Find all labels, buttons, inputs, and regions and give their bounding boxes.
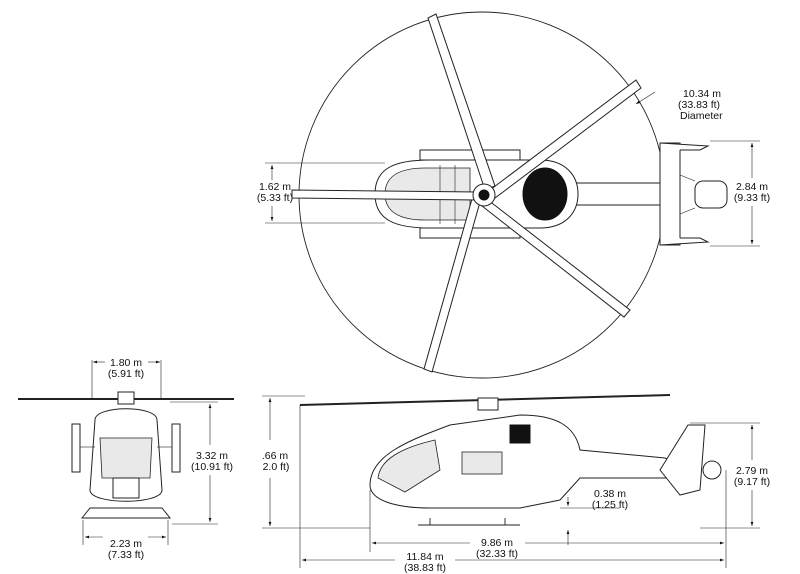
front-view: 1.80 m (5.91 ft) 3.32 m (10.91 ft) 2.23 … [18,357,234,561]
side-fuselage [369,414,691,509]
overall-length-metric: 11.84 m [406,551,443,563]
skid-track-imperial: (7.33 ft) [108,549,144,561]
overall-length-imperial: (38.83 ft) [404,562,446,574]
rotor-height-metric: .66 m [262,450,289,462]
rotor-diameter-note: Diameter [680,110,723,122]
top-tail-boom [569,142,728,246]
stabilizer-span-metric: 2.84 m [736,181,768,193]
side-tail-fin [659,424,706,496]
rotor-height-imperial: 2.0 ft) [263,461,290,473]
ground-clearance-metric: 0.38 m [594,488,626,500]
skid-width-metric: 1.80 m [110,357,142,369]
rotor-blades-top [291,13,642,373]
skid-width-imperial: (5.91 ft) [108,368,144,380]
side-skids [418,518,520,526]
overall-height-imperial: (10.91 ft) [191,461,233,473]
ground-clearance-imperial: (1.25 ft) [592,499,628,511]
overall-height-metric: 3.32 m [196,450,228,462]
skid-track-metric: 2.23 m [110,538,142,550]
fuselage-length-metric: 9.86 m [481,537,513,549]
side-view: .66 m 2.0 ft) 2.79 m (9.17 ft) 0.38 m (1… [262,394,770,574]
engine-cowling-dark [522,167,568,221]
tail-height-imperial: (9.17 ft) [734,476,770,488]
front-skids [80,507,172,519]
top-view: 10.34 m (33.83 ft) Diameter 1.62 m (5.33… [257,11,770,379]
tail-height-metric: 2.79 m [736,465,768,477]
rotor-diameter-metric: 10.34 m [683,88,721,100]
rotor-diameter-imperial: (33.83 ft) [678,99,720,111]
fuselage-length-imperial: (32.33 ft) [476,548,518,560]
cabin-width-imperial: (5.33 ft) [257,192,293,204]
cabin-width-metric: 1.62 m [259,181,291,193]
stabilizer-span-imperial: (9.33 ft) [734,192,770,204]
